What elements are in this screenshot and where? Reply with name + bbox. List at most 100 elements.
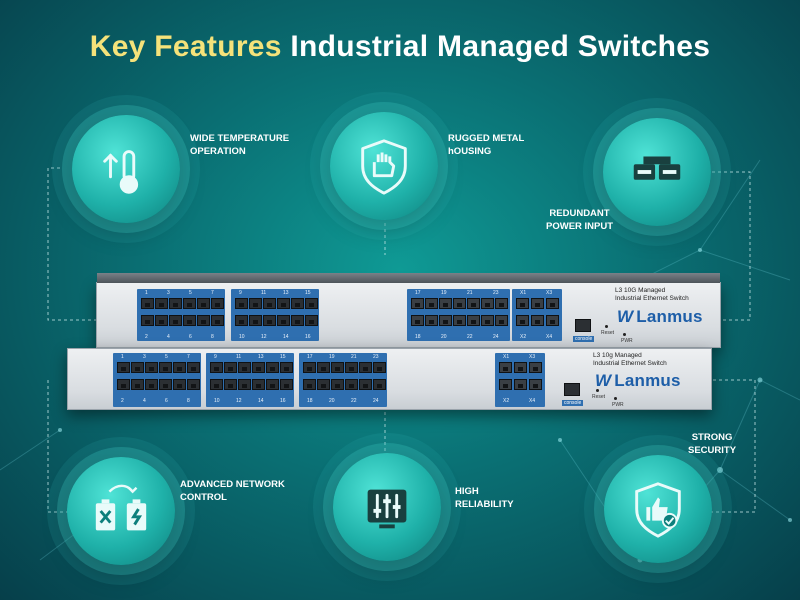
battery-swap-icon xyxy=(95,484,147,531)
ethernet-port[interactable] xyxy=(317,379,330,390)
ethernet-port[interactable] xyxy=(516,298,529,309)
ethernet-port[interactable] xyxy=(345,379,358,390)
ethernet-port[interactable] xyxy=(224,362,237,373)
ethernet-port[interactable] xyxy=(467,315,480,326)
ethernet-port[interactable] xyxy=(238,379,251,390)
ethernet-port[interactable] xyxy=(277,298,290,309)
ethernet-port[interactable] xyxy=(210,362,223,373)
ethernet-port[interactable] xyxy=(197,315,210,326)
ethernet-port[interactable] xyxy=(249,298,262,309)
ethernet-port[interactable] xyxy=(291,315,304,326)
ethernet-port[interactable] xyxy=(266,362,279,373)
ethernet-port[interactable] xyxy=(514,379,527,390)
ethernet-port[interactable] xyxy=(141,298,154,309)
ethernet-port[interactable] xyxy=(145,379,158,390)
ethernet-port[interactable] xyxy=(249,315,262,326)
ethernet-port[interactable] xyxy=(531,298,544,309)
ethernet-port[interactable] xyxy=(252,379,265,390)
ethernet-port[interactable] xyxy=(210,379,223,390)
model-line2: Industrial Ethernet Switch xyxy=(593,360,667,368)
ethernet-port[interactable] xyxy=(159,362,172,373)
ethernet-port[interactable] xyxy=(266,379,279,390)
ethernet-port[interactable] xyxy=(359,362,372,373)
ethernet-port[interactable] xyxy=(277,315,290,326)
ethernet-port[interactable] xyxy=(499,362,512,373)
ethernet-port[interactable] xyxy=(183,298,196,309)
ethernet-port[interactable] xyxy=(425,315,438,326)
port-number-bottom: 12 xyxy=(236,398,242,404)
ethernet-port[interactable] xyxy=(235,298,248,309)
port-number-bottom: 24 xyxy=(373,398,379,404)
ethernet-port[interactable] xyxy=(252,362,265,373)
ethernet-port[interactable] xyxy=(373,379,386,390)
ethernet-port[interactable] xyxy=(439,315,452,326)
ethernet-port[interactable] xyxy=(263,298,276,309)
port-number-top: 21 xyxy=(351,354,357,360)
ethernet-port[interactable] xyxy=(131,362,144,373)
ethernet-port[interactable] xyxy=(499,379,512,390)
ethernet-port[interactable] xyxy=(303,379,316,390)
ethernet-port[interactable] xyxy=(173,362,186,373)
ethernet-port[interactable] xyxy=(145,362,158,373)
ethernet-port[interactable] xyxy=(117,379,130,390)
ethernet-port[interactable] xyxy=(481,298,494,309)
ethernet-port[interactable] xyxy=(131,379,144,390)
ethernet-port[interactable] xyxy=(291,298,304,309)
ethernet-port[interactable] xyxy=(453,298,466,309)
port-number-top: 17 xyxy=(307,354,313,360)
ethernet-port[interactable] xyxy=(169,298,182,309)
ethernet-port[interactable] xyxy=(211,315,224,326)
ethernet-port[interactable] xyxy=(305,298,318,309)
ethernet-port[interactable] xyxy=(263,315,276,326)
ethernet-port[interactable] xyxy=(238,362,251,373)
ethernet-port[interactable] xyxy=(224,379,237,390)
ethernet-port[interactable] xyxy=(305,315,318,326)
port-number-bottom: 2 xyxy=(145,334,148,340)
ethernet-port[interactable] xyxy=(317,362,330,373)
ethernet-port[interactable] xyxy=(546,315,559,326)
ethernet-port[interactable] xyxy=(280,362,293,373)
port-number-top: 11 xyxy=(236,354,242,360)
ethernet-port[interactable] xyxy=(529,379,542,390)
ethernet-port[interactable] xyxy=(155,315,168,326)
ethernet-port[interactable] xyxy=(495,315,508,326)
ethernet-port[interactable] xyxy=(529,362,542,373)
ethernet-port[interactable] xyxy=(187,362,200,373)
port-number-bottom: 18 xyxy=(415,334,421,340)
ethernet-port[interactable] xyxy=(117,362,130,373)
ethernet-port[interactable] xyxy=(141,315,154,326)
ethernet-port[interactable] xyxy=(516,315,529,326)
ethernet-port[interactable] xyxy=(183,315,196,326)
ethernet-port[interactable] xyxy=(211,298,224,309)
ethernet-port[interactable] xyxy=(495,298,508,309)
ethernet-port[interactable] xyxy=(235,315,248,326)
ethernet-port[interactable] xyxy=(531,315,544,326)
ethernet-port[interactable] xyxy=(453,315,466,326)
ethernet-port[interactable] xyxy=(411,298,424,309)
ethernet-port[interactable] xyxy=(187,379,200,390)
ethernet-port[interactable] xyxy=(439,298,452,309)
ethernet-port[interactable] xyxy=(197,298,210,309)
ethernet-port[interactable] xyxy=(425,298,438,309)
ethernet-port[interactable] xyxy=(169,315,182,326)
port-number-bottom: 6 xyxy=(189,334,192,340)
ethernet-port[interactable] xyxy=(345,362,358,373)
port-number-bottom: 24 xyxy=(493,334,499,340)
ethernet-port[interactable] xyxy=(280,379,293,390)
ethernet-port[interactable] xyxy=(411,315,424,326)
ethernet-port[interactable] xyxy=(481,315,494,326)
console-port[interactable] xyxy=(575,319,591,332)
ethernet-port[interactable] xyxy=(303,362,316,373)
ethernet-port[interactable] xyxy=(331,379,344,390)
ethernet-port[interactable] xyxy=(467,298,480,309)
ethernet-port[interactable] xyxy=(173,379,186,390)
ethernet-port[interactable] xyxy=(373,362,386,373)
lanmus-mark-icon: W xyxy=(617,307,634,326)
ethernet-port[interactable] xyxy=(546,298,559,309)
console-port[interactable] xyxy=(564,383,580,396)
ethernet-port[interactable] xyxy=(359,379,372,390)
ethernet-port[interactable] xyxy=(155,298,168,309)
ethernet-port[interactable] xyxy=(514,362,527,373)
ethernet-port[interactable] xyxy=(159,379,172,390)
ethernet-port[interactable] xyxy=(331,362,344,373)
